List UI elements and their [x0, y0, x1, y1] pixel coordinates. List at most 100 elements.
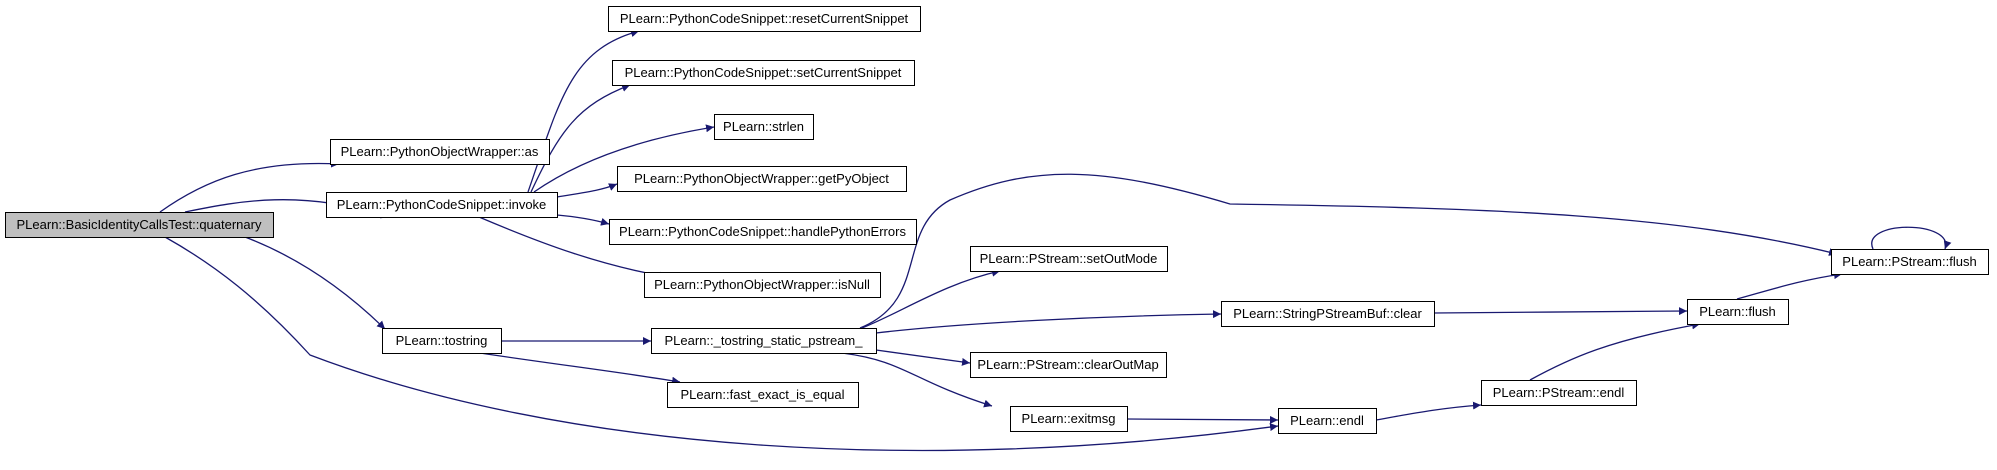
edge-tostring_static-to-spb_clear	[875, 310, 1222, 334]
node-label: PLearn::exitmsg	[1022, 411, 1116, 426]
edge-invoke-to-strlen	[533, 124, 715, 193]
node-label: PLearn::strlen	[723, 119, 804, 134]
node-fast_exact[interactable]: PLearn::fast_exact_is_equal	[667, 382, 859, 408]
node-label: PLearn::PythonCodeSnippet::setCurrentSni…	[625, 65, 902, 80]
node-box[interactable]	[644, 272, 881, 298]
node-box[interactable]	[667, 382, 859, 408]
node-isNull[interactable]: PLearn::PythonObjectWrapper::isNull	[644, 272, 881, 298]
edge-invoke-to-setCurrentSnippet	[530, 84, 631, 193]
node-label: PLearn::PStream::setOutMode	[980, 251, 1158, 266]
edge-tostring_static-to-exitmsg	[841, 352, 993, 408]
edge-tostring_static-to-clearOutMap	[875, 349, 971, 366]
edge-pstream_endl-to-flush	[1529, 321, 1701, 381]
edge-flush-to-pstream_flush	[1736, 271, 1843, 300]
node-quaternary[interactable]: PLearn::BasicIdentityCallsTest::quaterna…	[5, 212, 274, 238]
node-setOutMode[interactable]: PLearn::PStream::setOutMode	[970, 246, 1168, 272]
edge-path	[1871, 226, 1952, 250]
edge-path	[1126, 415, 1279, 424]
edge-quaternary-to-endl	[164, 236, 1279, 452]
node-label: PLearn::PythonObjectWrapper::isNull	[654, 277, 870, 292]
edge-path	[875, 310, 1222, 334]
node-box[interactable]	[330, 139, 550, 165]
node-box[interactable]	[1687, 299, 1789, 325]
node-getPyObject[interactable]: PLearn::PythonObjectWrapper::getPyObject	[617, 166, 907, 192]
node-box[interactable]	[651, 328, 877, 354]
edge-path	[875, 349, 971, 366]
node-handlePythonErrors[interactable]: PLearn::PythonCodeSnippet::handlePythonE…	[609, 219, 917, 245]
node-pstream_flush[interactable]: PLearn::PStream::flush	[1831, 249, 1989, 275]
edge-path	[478, 216, 668, 280]
node-box[interactable]	[1010, 406, 1128, 432]
edge-path	[556, 214, 610, 226]
edge-tostring-to-fast_exact	[479, 352, 681, 385]
node-strlen[interactable]: PLearn::strlen	[714, 114, 814, 140]
node-label: PLearn::_tostring_static_pstream_	[665, 333, 864, 348]
edge-path	[533, 124, 715, 193]
edge-spb_clear-to-flush	[1433, 307, 1688, 316]
nodes-layer: PLearn::BasicIdentityCallsTest::quaterna…	[5, 6, 1989, 434]
node-box[interactable]	[970, 246, 1168, 272]
node-label: PLearn::StringPStreamBuf::clear	[1233, 306, 1422, 321]
edge-tostring_static-to-setOutMode	[861, 268, 1001, 329]
edge-path	[530, 84, 631, 193]
node-label: PLearn::BasicIdentityCallsTest::quaterna…	[17, 217, 262, 232]
edge-path	[479, 352, 681, 385]
edge-path	[1736, 271, 1843, 300]
node-resetCurrentSnippet[interactable]: PLearn::PythonCodeSnippet::resetCurrentS…	[608, 6, 921, 32]
edge-endl-to-pstream_endl	[1375, 401, 1482, 421]
node-flush[interactable]: PLearn::flush	[1687, 299, 1789, 325]
node-setCurrentSnippet[interactable]: PLearn::PythonCodeSnippet::setCurrentSni…	[612, 60, 915, 86]
edge-quaternary-to-as	[159, 159, 340, 213]
edge-path	[1375, 401, 1482, 421]
node-box[interactable]	[326, 192, 558, 218]
edge-exitmsg-to-endl	[1126, 415, 1279, 424]
node-box[interactable]	[5, 212, 274, 238]
node-label: PLearn::endl	[1290, 413, 1364, 428]
node-label: PLearn::PythonCodeSnippet::handlePythonE…	[619, 224, 906, 239]
node-box[interactable]	[1278, 408, 1377, 434]
node-label: PLearn::PStream::clearOutMap	[977, 357, 1158, 372]
node-box[interactable]	[1481, 380, 1637, 406]
node-box[interactable]	[382, 328, 502, 354]
node-pstream_endl[interactable]: PLearn::PStream::endl	[1481, 380, 1637, 406]
node-box[interactable]	[608, 6, 921, 32]
edge-invoke-to-handlePythonErrors	[556, 214, 610, 226]
edge-path	[164, 236, 1279, 452]
node-label: PLearn::PythonObjectWrapper::as	[341, 144, 539, 159]
edge-quaternary-to-tostring	[244, 236, 386, 330]
node-label: PLearn::flush	[1699, 304, 1776, 319]
node-as[interactable]: PLearn::PythonObjectWrapper::as	[330, 139, 550, 165]
node-label: PLearn::PStream::flush	[1842, 254, 1976, 269]
node-box[interactable]	[970, 352, 1167, 378]
node-tostring_static[interactable]: PLearn::_tostring_static_pstream_	[651, 328, 877, 354]
node-label: PLearn::PythonCodeSnippet::resetCurrentS…	[620, 11, 909, 26]
edge-invoke-to-getPyObject	[556, 183, 618, 198]
edges-layer	[159, 29, 1952, 452]
node-box[interactable]	[609, 219, 917, 245]
node-tostring[interactable]: PLearn::tostring	[382, 328, 502, 354]
node-box[interactable]	[617, 166, 907, 192]
edge-path	[861, 268, 1001, 329]
node-label: PLearn::tostring	[396, 333, 488, 348]
edge-path	[1529, 321, 1701, 381]
edge-path	[244, 236, 386, 330]
node-box[interactable]	[714, 114, 814, 140]
edge-path	[556, 183, 618, 198]
node-clearOutMap[interactable]: PLearn::PStream::clearOutMap	[970, 352, 1167, 378]
node-exitmsg[interactable]: PLearn::exitmsg	[1010, 406, 1128, 432]
node-box[interactable]	[1831, 249, 1989, 275]
edge-path	[1433, 307, 1688, 316]
node-box[interactable]	[1221, 301, 1435, 327]
edge-path	[159, 159, 340, 213]
node-label: PLearn::PythonCodeSnippet::invoke	[337, 197, 547, 212]
node-spb_clear[interactable]: PLearn::StringPStreamBuf::clear	[1221, 301, 1435, 327]
node-box[interactable]	[612, 60, 915, 86]
node-endl[interactable]: PLearn::endl	[1278, 408, 1377, 434]
node-label: PLearn::PythonObjectWrapper::getPyObject	[634, 171, 889, 186]
edge-invoke-to-isNull	[478, 216, 668, 280]
node-label: PLearn::fast_exact_is_equal	[680, 387, 844, 402]
edge-path	[841, 352, 993, 408]
edge-pstream_flush-to-pstream_flush	[1871, 226, 1952, 250]
node-invoke[interactable]: PLearn::PythonCodeSnippet::invoke	[326, 192, 558, 218]
